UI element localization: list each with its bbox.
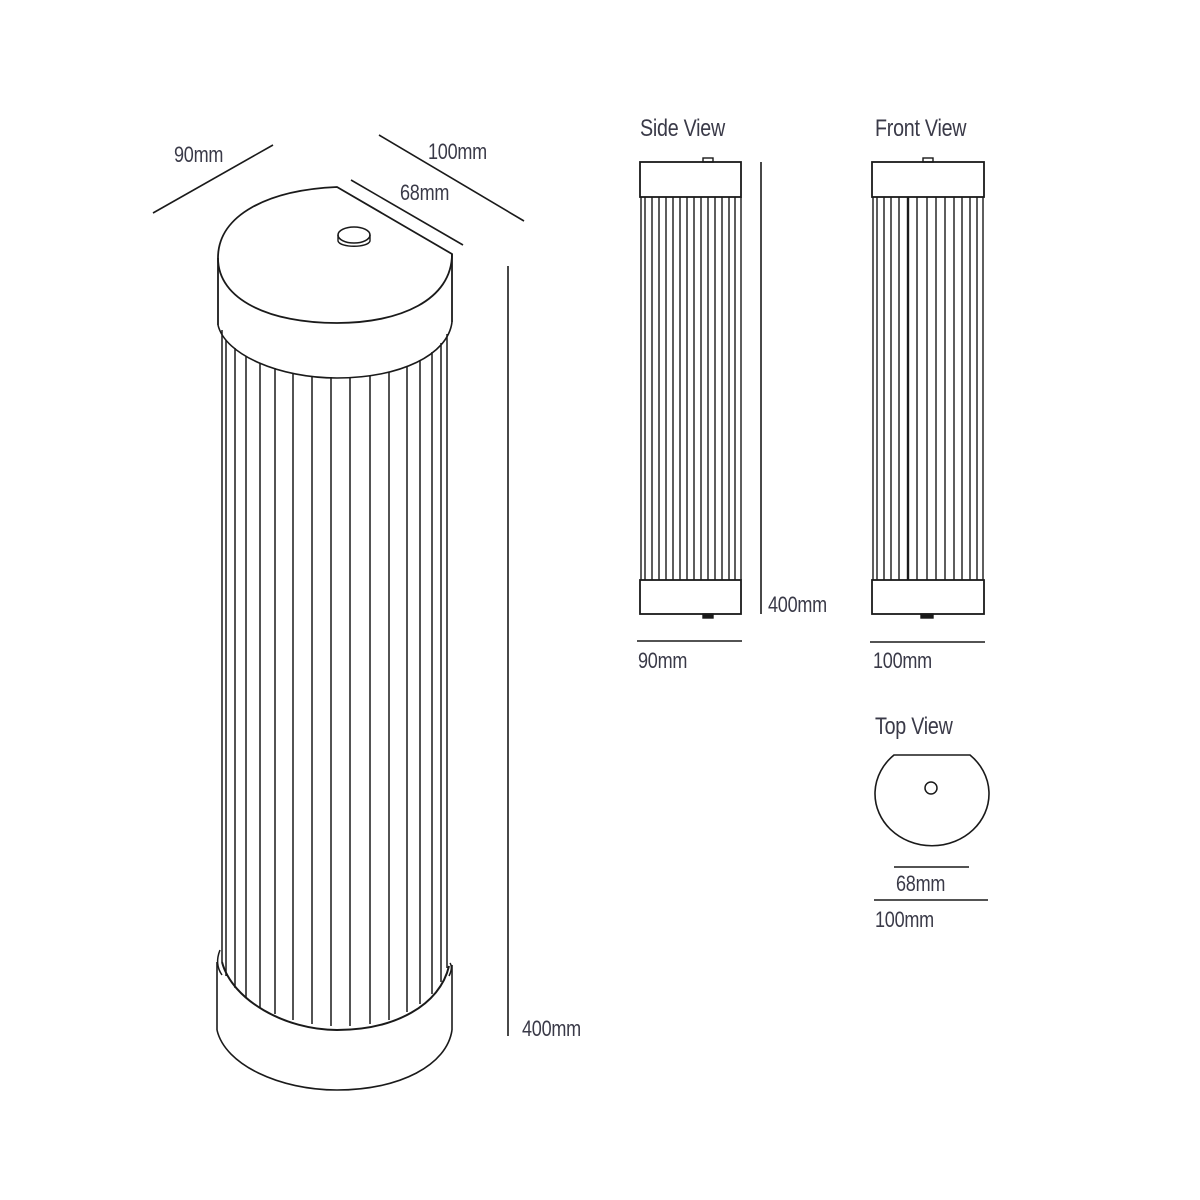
top-width-label: 100mm [875, 907, 934, 932]
front-bottom-cap [871, 579, 985, 615]
iso-flat-label: 68mm [400, 180, 450, 205]
side-view-drawing [637, 157, 762, 642]
dim-line-100mm [378, 134, 525, 222]
bottom-cap-bottom-edge [216, 1029, 453, 1091]
iso-depth-label: 90mm [174, 142, 224, 167]
front-top-cap [871, 161, 985, 198]
iso-width-label: 100mm [428, 139, 487, 164]
front-view-title: Front View [875, 115, 967, 142]
mounting-knob-side [337, 235, 371, 247]
side-bottom-cap [639, 579, 742, 615]
iso-height-label: 400mm [522, 1016, 581, 1041]
side-top-knob [702, 157, 714, 163]
front-bottom-knob [920, 613, 934, 619]
fluted-glass-ribs [221, 330, 448, 1026]
side-bottom-knob [702, 613, 714, 619]
dim-line-68mm [350, 179, 464, 246]
top-view-mount-hole [924, 781, 938, 795]
top-cap-face [217, 186, 453, 324]
bottom-cap-rim-right [448, 962, 453, 977]
front-ribs [872, 197, 984, 580]
side-ribs [640, 197, 742, 580]
top-view-drawing [874, 754, 990, 901]
side-height-label: 400mm [768, 592, 827, 617]
mounting-knob-top [337, 226, 371, 244]
front-width-label: 100mm [873, 648, 932, 673]
side-top-cap [639, 161, 742, 198]
cap-bottom-edge [217, 321, 453, 379]
front-top-knob [922, 157, 934, 163]
side-width-label: 90mm [638, 648, 688, 673]
top-flat-label: 68mm [896, 871, 946, 896]
bottom-cap-top-edge [221, 961, 450, 1032]
dim-line-90mm [152, 144, 274, 214]
side-view-title: Side View [640, 115, 725, 142]
top-view-outline [874, 754, 990, 847]
top-view-title: Top View [875, 713, 953, 740]
front-view-drawing [870, 157, 985, 643]
